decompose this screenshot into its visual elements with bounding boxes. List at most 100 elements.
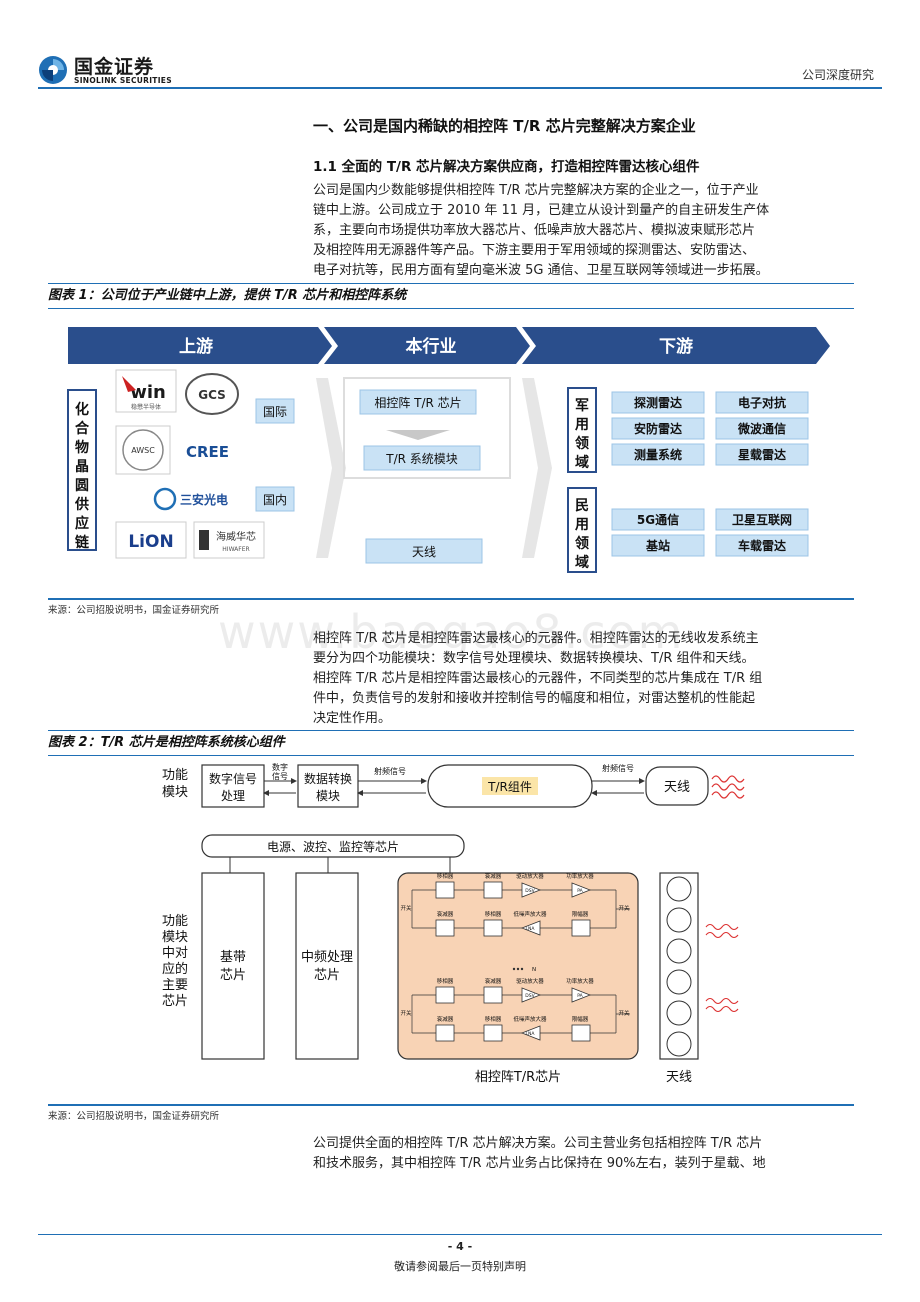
figure1-title: 图表 1：公司位于产业链中上游，提供 T/R 芯片和相控阵系统 — [48, 288, 407, 303]
hiwafer-logo-cn: 海威华芯 — [216, 530, 256, 543]
driver-amp-label: 驱动放大器 — [516, 977, 544, 985]
antenna-element-icon — [666, 938, 692, 964]
domain-item-box — [715, 534, 809, 557]
ellipsis-dot — [520, 967, 524, 971]
baseband-chip-label: 基带芯片 — [220, 950, 246, 983]
attenuator-icon — [483, 881, 503, 899]
lion-logo-text: LiON — [128, 532, 173, 552]
domain-item-label: 卫星互联网 — [732, 513, 792, 527]
phase-shifter-icon — [483, 919, 503, 937]
military-domain-label: 军用领域 — [575, 398, 589, 471]
row2-label: 功能模块中对应的主要芯片 — [162, 914, 188, 1009]
lna-icon-label: LNA — [526, 926, 536, 932]
ellipsis-dot — [512, 967, 516, 971]
figure1-source: 来源：公司招股说明书，国金证券研究所 — [48, 605, 220, 616]
stage-arrow-industry — [324, 327, 530, 364]
domain-item-box — [611, 417, 705, 440]
attenuator-label: 衰减器 — [485, 872, 502, 880]
digital-signal-label: 数字信号 — [272, 762, 288, 781]
paragraph-line: 件中，负责信号的发射和接收并控制信号的幅度和相位，对雷达整机的性能起 — [313, 691, 756, 706]
power-amp-icon-label: PA — [577, 888, 583, 894]
industry-item-label: 天线 — [412, 545, 436, 559]
radio-wave-icon — [711, 775, 745, 799]
paragraph-line: 要分为四个功能模块：数字信号处理模块、数据转换模块、T/R 组件和天线。 — [313, 651, 755, 666]
phase-shifter-label: 移相器 — [437, 977, 454, 985]
driver-amp-label: 驱动放大器 — [516, 872, 544, 880]
domain-item-label: 测量系统 — [634, 447, 682, 462]
gcs-logo — [185, 373, 239, 415]
adc-box — [297, 764, 359, 808]
power-amp-label: 功率放大器 — [566, 977, 594, 985]
limiter-icon — [571, 919, 591, 937]
industry-item-box — [363, 445, 481, 471]
limiter-label: 限幅器 — [572, 1015, 589, 1023]
stage-arrow-upstream — [68, 327, 332, 364]
domain-item-box — [611, 508, 705, 531]
stage-label-downstream: 下游 — [659, 336, 693, 357]
domain-item-label: 星载雷达 — [738, 447, 786, 462]
dsp-label: 数字信号处理 — [209, 771, 257, 803]
hiwafer-mark-icon — [199, 530, 209, 550]
sanan-logo-icon — [153, 487, 177, 511]
paragraph-line: 电子对抗等，民用方面有望向毫米波 5G 通信、卫星互联网等领域进一步拓展。 — [313, 263, 769, 278]
disclaimer: 敬请参阅最后一页特别声明 — [394, 1260, 526, 1273]
attenuator-icon — [435, 919, 455, 937]
radio-wave-icon — [705, 997, 739, 1013]
paragraph-1: 公司是国内少数能够提供相控阵 T/R 芯片完整解决方案的企业之一，位于产业 链中… — [313, 181, 875, 281]
if-chip-box — [295, 872, 359, 1060]
tr-chip-array-box — [397, 872, 639, 1060]
military-domain-box — [567, 387, 597, 473]
rf-signal-label-1: 射频信号 — [374, 766, 406, 776]
switch-label: 开关 — [618, 904, 630, 912]
radio-wave-icon — [705, 923, 739, 939]
supply-chain-box — [67, 389, 97, 551]
awsc-logo-text: AWSC — [131, 446, 155, 455]
switch-label: 开关 — [400, 904, 412, 912]
watermark: www.baogao8.com — [218, 605, 685, 659]
phase-shifter-label: 移相器 — [485, 1015, 502, 1023]
gcs-logo-text: GCS — [198, 388, 226, 402]
power-amp-label: 功率放大器 — [566, 872, 594, 880]
industry-item-label: 相控阵 T/R 芯片 — [374, 396, 461, 410]
flow-chevron-1 — [316, 378, 346, 558]
row1-label-line: 功能模块 — [162, 768, 188, 800]
stage-label-upstream: 上游 — [179, 336, 213, 357]
logo-cn-text: 国金证券 — [74, 56, 155, 78]
domain-item-label: 5G通信 — [637, 512, 679, 527]
footer-divider — [38, 1234, 882, 1235]
domain-item-label: 微波通信 — [737, 421, 786, 436]
limiter-label: 限幅器 — [572, 910, 589, 918]
paragraph-line: 及相控阵用无源器件等产品。下游主要用于军用领域的探测雷达、安防雷达、 — [313, 243, 756, 258]
industry-frame — [343, 377, 511, 479]
domain-item-label: 车载雷达 — [738, 538, 786, 553]
antenna-array-label: 天线 — [666, 1070, 692, 1085]
cree-logo-text: CREE — [186, 443, 229, 461]
antenna-element-icon — [666, 1000, 692, 1026]
sanan-logo-text: 三安光电 — [180, 492, 228, 507]
paragraph-line: 和技术服务，其中相控阵 T/R 芯片业务占比保持在 90%左右，装列于星载、地 — [313, 1156, 766, 1171]
win-logo — [115, 369, 177, 413]
antenna-element-icon — [666, 876, 692, 902]
domain-item-box — [715, 391, 809, 414]
section-heading: 一、公司是国内稀缺的相控阵 T/R 芯片完整解决方案企业 — [313, 117, 696, 135]
domain-item-box — [611, 391, 705, 414]
antenna-element-icon — [666, 907, 692, 933]
subsection-heading: 1.1 全面的 T/R 芯片解决方案供应商，打造相控阵雷达核心组件 — [313, 159, 700, 175]
domain-item-label: 基站 — [645, 538, 670, 553]
stage-label-industry: 本行业 — [406, 336, 457, 357]
antenna-box — [645, 766, 709, 806]
page-number: - 4 - — [447, 1240, 473, 1253]
domain-item-box — [715, 443, 809, 466]
down-arrow-icon — [386, 430, 450, 440]
figure2-title-bar: 图表 2：T/R 芯片是相控阵系统核心组件 — [48, 730, 854, 756]
power-control-bar — [201, 834, 465, 858]
rf-signal-label-2: 射频信号 — [602, 763, 634, 773]
region-box-domestic — [255, 486, 295, 512]
awsc-logo-ring — [122, 429, 164, 471]
tr-chip-array-label: 相控阵T/R芯片 — [475, 1070, 561, 1085]
win-logo-text: win — [130, 382, 166, 403]
tr-module-highlight — [482, 777, 538, 795]
driver-amp-icon-label: DSV — [525, 993, 535, 999]
flow-chevron-2 — [522, 378, 552, 558]
tr-module-label: T/R组件 — [487, 780, 532, 794]
